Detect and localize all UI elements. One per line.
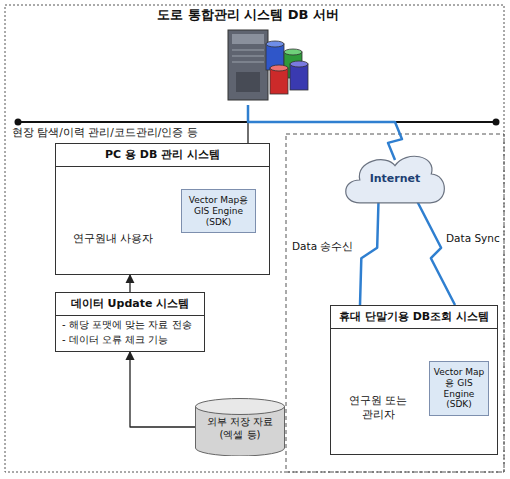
edge-label: Data Sync <box>444 232 502 244</box>
lightning-link <box>417 201 455 305</box>
sdk-label: Vector Map용 GIS Engine (SDK) <box>430 362 488 415</box>
connector-line <box>130 352 195 427</box>
box-body: - 해당 포맷에 맞는 자료 전송 <box>56 316 204 331</box>
region-border <box>5 5 504 472</box>
user-label: 연구원 또는 관리자 <box>343 394 413 422</box>
edge-label: 현장 탐색/이력 관리/코드관리/인증 등 <box>10 126 200 140</box>
sdk-box: Vector Map용 GIS Engine (SDK) <box>429 361 489 416</box>
lightning-link <box>360 201 379 305</box>
title-text: 도로 통합관리 시스템 DB 서버 <box>128 6 368 24</box>
storage-label: 외부 저장 자료 (엑셀 등) <box>195 416 285 441</box>
internet-cloud: Internet <box>340 150 450 210</box>
lightning-link <box>248 105 402 160</box>
connector-line <box>129 275 130 292</box>
sdk-label: Vector Map용 GIS Engine (SDK) <box>182 190 255 232</box>
edge-label: Data 송수신 <box>290 240 355 254</box>
box-heading: 데이터 Update 시스템 <box>56 293 204 316</box>
server-node: 도로 통합관리 시스템 DB 서버 <box>128 6 368 105</box>
storage-cylinder: 외부 저장 자료 (엑셀 등) <box>195 398 285 456</box>
user-icon: 연구원내 사용자 <box>68 174 158 259</box>
sdk-box: Vector Map용 GIS Engine (SDK) <box>181 189 256 233</box>
server-illustration <box>228 30 308 100</box>
system-box: PC 용 DB 관리 시스템연구원내 사용자 Vector Map용 GIS En… <box>55 143 270 275</box>
user-icon: 연구원 또는 관리자 <box>343 334 413 446</box>
update-box: 데이터 Update 시스템- 해당 포맷에 맞는 자료 전송- 데이터 오류 … <box>55 292 205 352</box>
system-box: 휴대 단말기용 DB조회 시스템연구원 또는 관리자 Vector Map용 GI… <box>330 305 498 455</box>
cloud-label: Internet <box>340 172 450 185</box>
box-body: - 데이터 오류 체크 기능 <box>56 331 204 351</box>
box-heading: 휴대 단말기용 DB조회 시스템 <box>331 306 497 329</box>
region-border <box>286 134 504 472</box>
user-label: 연구원내 사용자 <box>68 232 158 246</box>
box-heading: PC 용 DB 관리 시스템 <box>56 144 269 167</box>
